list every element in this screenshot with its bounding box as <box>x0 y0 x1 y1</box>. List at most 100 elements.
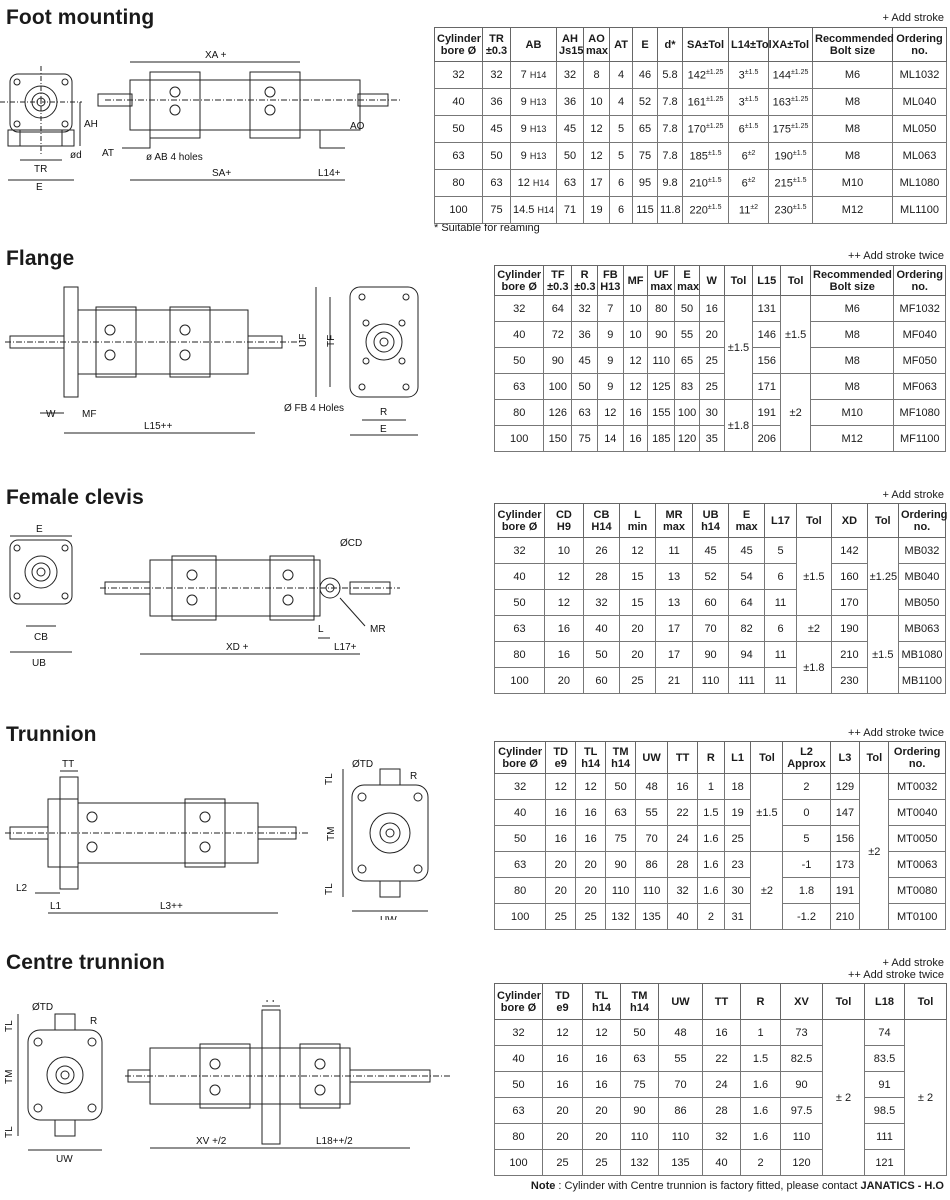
col-header-line1: R <box>580 268 589 281</box>
dim-e: E <box>36 182 43 193</box>
flange-drawing: UF TF W MF L15++ Ø FB 4 Holes R E <box>5 286 419 436</box>
table-cell: M12 <box>810 425 895 452</box>
dim-e: E <box>380 424 387 435</box>
table-cell: 0 <box>782 799 831 826</box>
centre-trunnion-drawing: ØTD R TL TM TL UW TT XV +/2 L18++/2 <box>4 1000 450 1165</box>
col-header: Tol <box>822 983 865 1020</box>
table-cell: 7 <box>596 295 624 322</box>
table-cell: 110 <box>620 1123 659 1150</box>
col-header-line1: L18 <box>875 995 894 1008</box>
col-header-line2: no. <box>908 757 926 770</box>
table-cell: 4 <box>609 61 633 89</box>
table-cell: 32 <box>494 1019 543 1046</box>
table-cell: 1.8 <box>782 877 831 904</box>
table-cell: MF1080 <box>893 399 946 426</box>
dim-r: R <box>90 1016 97 1027</box>
table-cell: 32 <box>571 295 598 322</box>
table-cell: 70 <box>635 825 669 852</box>
table-cell: M6 <box>812 61 893 89</box>
table-cell: 16 <box>575 799 607 826</box>
table-cell: 16 <box>582 1071 621 1098</box>
col-header-line2: H13 <box>600 280 621 293</box>
dim-mf: MF <box>82 409 96 420</box>
col-header: AT <box>609 27 633 62</box>
col-header-line1: TD <box>555 989 570 1002</box>
table-cell: 100 <box>543 373 573 400</box>
table-cell: ±1.5 <box>780 295 812 374</box>
table-cell: 146 <box>752 321 782 348</box>
table-cell: 26 <box>582 537 621 564</box>
col-header-line1: TL <box>583 745 598 758</box>
table-cell: 63 <box>620 1045 659 1072</box>
table-cell: 55 <box>674 321 700 348</box>
section-title-foot: Foot mounting <box>6 6 155 29</box>
col-header: MF <box>622 265 649 296</box>
col-header-line1: Tol <box>866 751 883 764</box>
dim-tl: TL <box>4 1126 15 1138</box>
table-cell: 50 <box>605 773 637 800</box>
table-cell: 45 <box>482 115 511 143</box>
col-header-line2: H9 <box>556 520 571 533</box>
table-cell: ML1032 <box>892 61 947 89</box>
dim-ub: UB <box>32 658 46 669</box>
table-cell: 1 <box>740 1019 781 1046</box>
table-cell: 11±2 <box>728 196 769 224</box>
table-cell: MB040 <box>897 563 947 590</box>
dim-uw: UW <box>56 1154 73 1165</box>
col-header-line1: UB <box>702 508 719 521</box>
table-cell: M10 <box>812 169 893 197</box>
bottom-note-text: : Cylinder with Centre trunnion is facto… <box>555 1180 861 1192</box>
table-cell: 40 <box>702 1149 741 1176</box>
footnote-reaming: * Suitable for reaming <box>434 222 540 234</box>
col-header-line1: TF <box>551 268 565 281</box>
col-header-line1: Tol <box>874 514 891 527</box>
col-header-line2: Js15 <box>559 44 584 57</box>
table-cell: MF1100 <box>893 425 946 452</box>
table-cell: 31 <box>723 903 752 930</box>
col-header-line1: L2 <box>800 745 813 758</box>
table-cell: 25 <box>619 667 656 694</box>
col-header: W <box>698 265 725 296</box>
dim-mr: MR <box>370 624 386 635</box>
table-cell: 12 <box>542 1019 583 1046</box>
table-cell: 16 <box>622 425 649 452</box>
table-cell: 90 <box>780 1071 823 1098</box>
col-header-line1: CD <box>555 508 572 521</box>
table-cell: 121 <box>864 1149 905 1176</box>
table-cell: 32 <box>493 537 546 564</box>
table-cell: 40 <box>493 563 546 590</box>
table-cell: 170±1.25 <box>682 115 729 143</box>
dim-tl: TL <box>324 773 335 785</box>
table-cell: 126 <box>543 399 573 426</box>
table-cell: 16 <box>545 825 577 852</box>
col-header-line1: E <box>641 38 649 51</box>
table-cell: 7.8 <box>657 142 683 170</box>
table-cell: 80 <box>494 1123 543 1150</box>
col-header: SA±Tol <box>682 27 729 62</box>
table-cell: 1 <box>697 773 725 800</box>
col-header-line2: ±0.3 <box>547 280 569 293</box>
table-cell: 160 <box>831 563 868 590</box>
table-cell: 50 <box>482 142 511 170</box>
table-cell: 16 <box>698 295 725 322</box>
col-header-line1: TT <box>714 995 729 1008</box>
table-cell: 24 <box>667 825 699 852</box>
col-header: UW <box>635 741 669 774</box>
table-cell: MF050 <box>893 347 946 374</box>
table-cell: 50 <box>571 373 598 400</box>
table-cell: 20 <box>582 1097 621 1124</box>
col-header-line1: Tol <box>806 514 822 527</box>
table-cell: 52 <box>692 563 729 590</box>
col-header-line1: Recommended <box>815 32 894 45</box>
col-header: Tol <box>866 503 899 538</box>
table-cell: 25 <box>542 1149 583 1176</box>
table-cell: MB1100 <box>897 667 947 694</box>
